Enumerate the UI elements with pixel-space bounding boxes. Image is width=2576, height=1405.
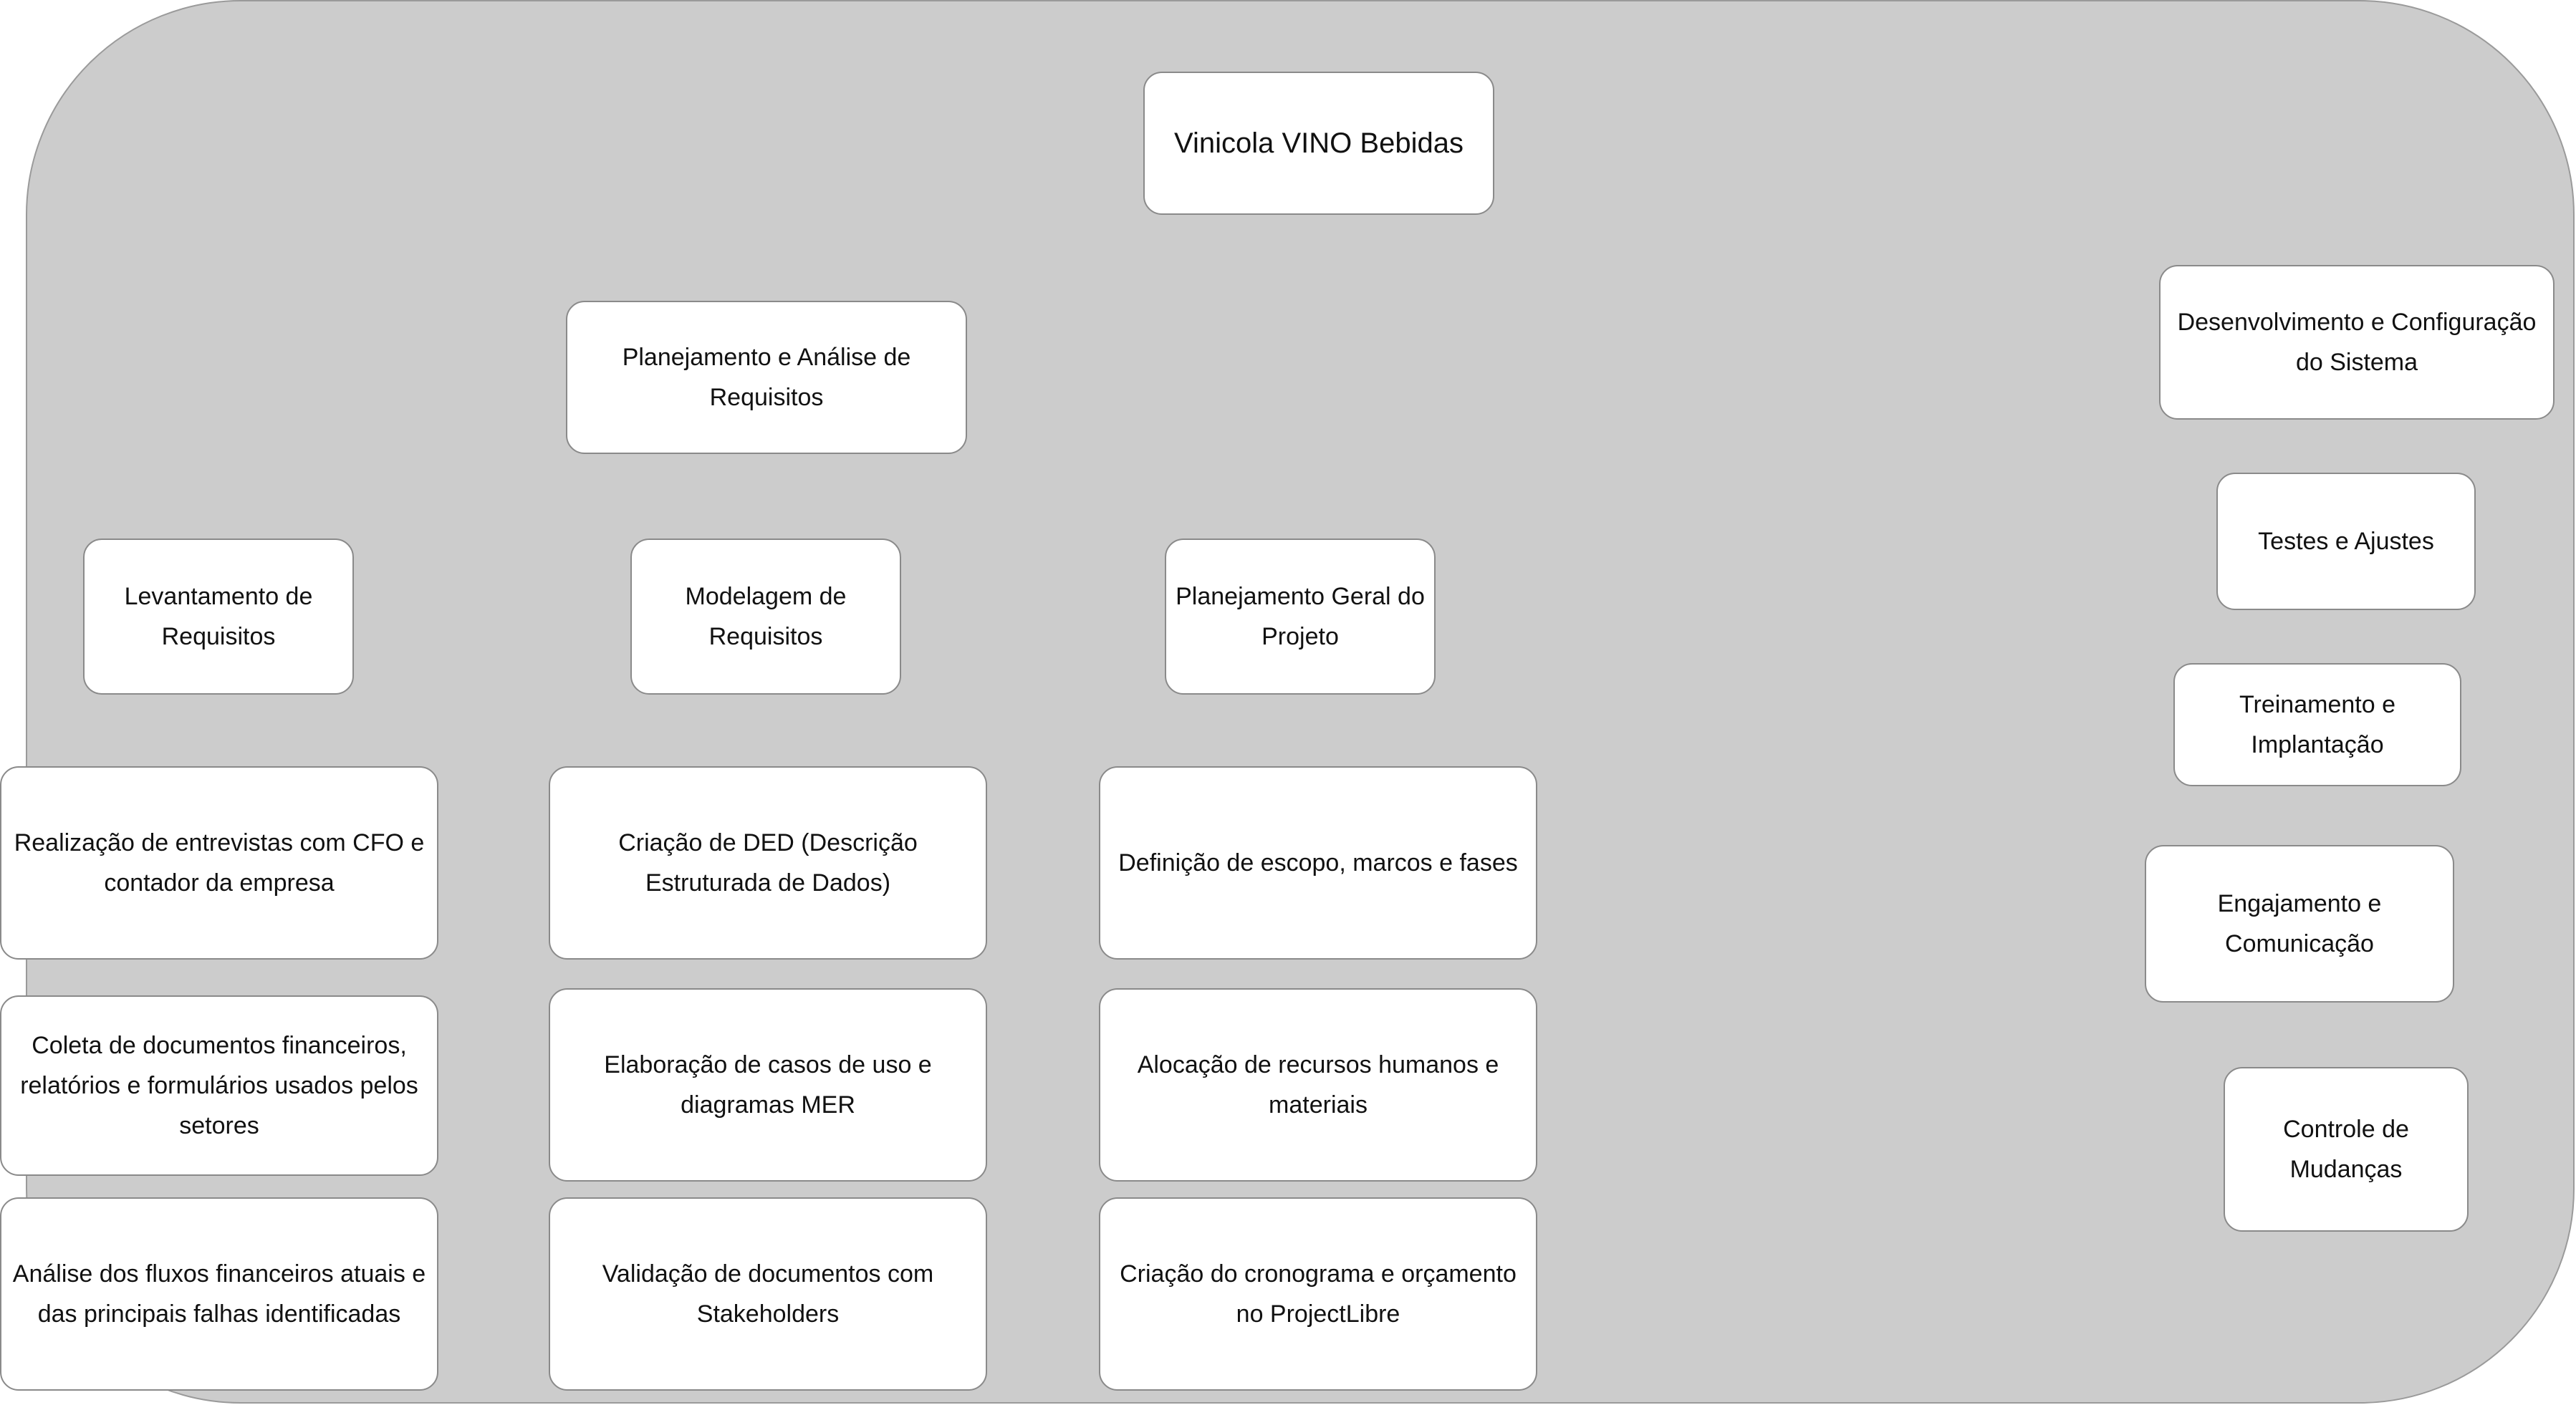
group-node-modelagem[interactable]: Modelagem de Requisitos [630,539,901,695]
task-node[interactable]: Validação de documentos com Stakeholders [549,1197,987,1391]
task-label: Alocação de recursos humanos e materiais [1137,1051,1499,1119]
task-label: Coleta de documentos financeiros, relató… [20,1032,418,1139]
task-label: Realização de entrevistas com CFO e cont… [14,829,425,897]
group-label: Modelagem de Requisitos [685,583,847,650]
root-node[interactable]: Vinicola VINO Bebidas [1143,72,1494,215]
phase-node-planejamento[interactable]: Planejamento e Análise de Requisitos [566,301,967,454]
phase-node-engajamento[interactable]: Engajamento e Comunicação [2145,845,2454,1003]
phase-label: Desenvolvimento e Configuração do Sistem… [2177,309,2537,376]
task-node[interactable]: Criação de DED (Descrição Estruturada de… [549,766,987,960]
task-node[interactable]: Coleta de documentos financeiros, relató… [0,995,438,1176]
task-node[interactable]: Elaboração de casos de uso e diagramas M… [549,988,987,1182]
task-label: Criação de DED (Descrição Estruturada de… [618,829,918,897]
task-label: Definição de escopo, marcos e fases [1118,849,1518,877]
phase-label: Controle de Mudanças [2283,1116,2409,1183]
phase-label: Treinamento e Implantação [2239,691,2395,758]
task-label: Validação de documentos com Stakeholders [602,1260,934,1328]
task-label: Elaboração de casos de uso e diagramas M… [604,1051,932,1119]
phase-label: Planejamento e Análise de Requisitos [622,344,911,411]
task-node[interactable]: Análise dos fluxos financeiros atuais e … [0,1197,438,1391]
phase-label: Testes e Ajustes [2258,528,2434,555]
group-node-levantamento[interactable]: Levantamento de Requisitos [83,539,354,695]
phase-node-controle[interactable]: Controle de Mudanças [2224,1067,2469,1232]
phase-node-treinamento[interactable]: Treinamento e Implantação [2173,663,2461,786]
task-node[interactable]: Criação do cronograma e orçamento no Pro… [1099,1197,1537,1391]
group-label: Planejamento Geral do Projeto [1176,583,1425,650]
task-node[interactable]: Alocação de recursos humanos e materiais [1099,988,1537,1182]
group-label: Levantamento de Requisitos [124,583,313,650]
phase-node-desenvolvimento[interactable]: Desenvolvimento e Configuração do Sistem… [2159,265,2555,420]
root-label: Vinicola VINO Bebidas [1174,127,1464,159]
group-node-planejamento-geral[interactable]: Planejamento Geral do Projeto [1165,539,1436,695]
task-label: Análise dos fluxos financeiros atuais e … [12,1260,426,1328]
phase-label: Engajamento e Comunicação [2217,890,2382,957]
phase-node-testes[interactable]: Testes e Ajustes [2216,473,2476,610]
task-label: Criação do cronograma e orçamento no Pro… [1120,1260,1517,1328]
task-node[interactable]: Definição de escopo, marcos e fases [1099,766,1537,960]
task-node[interactable]: Realização de entrevistas com CFO e cont… [0,766,438,960]
